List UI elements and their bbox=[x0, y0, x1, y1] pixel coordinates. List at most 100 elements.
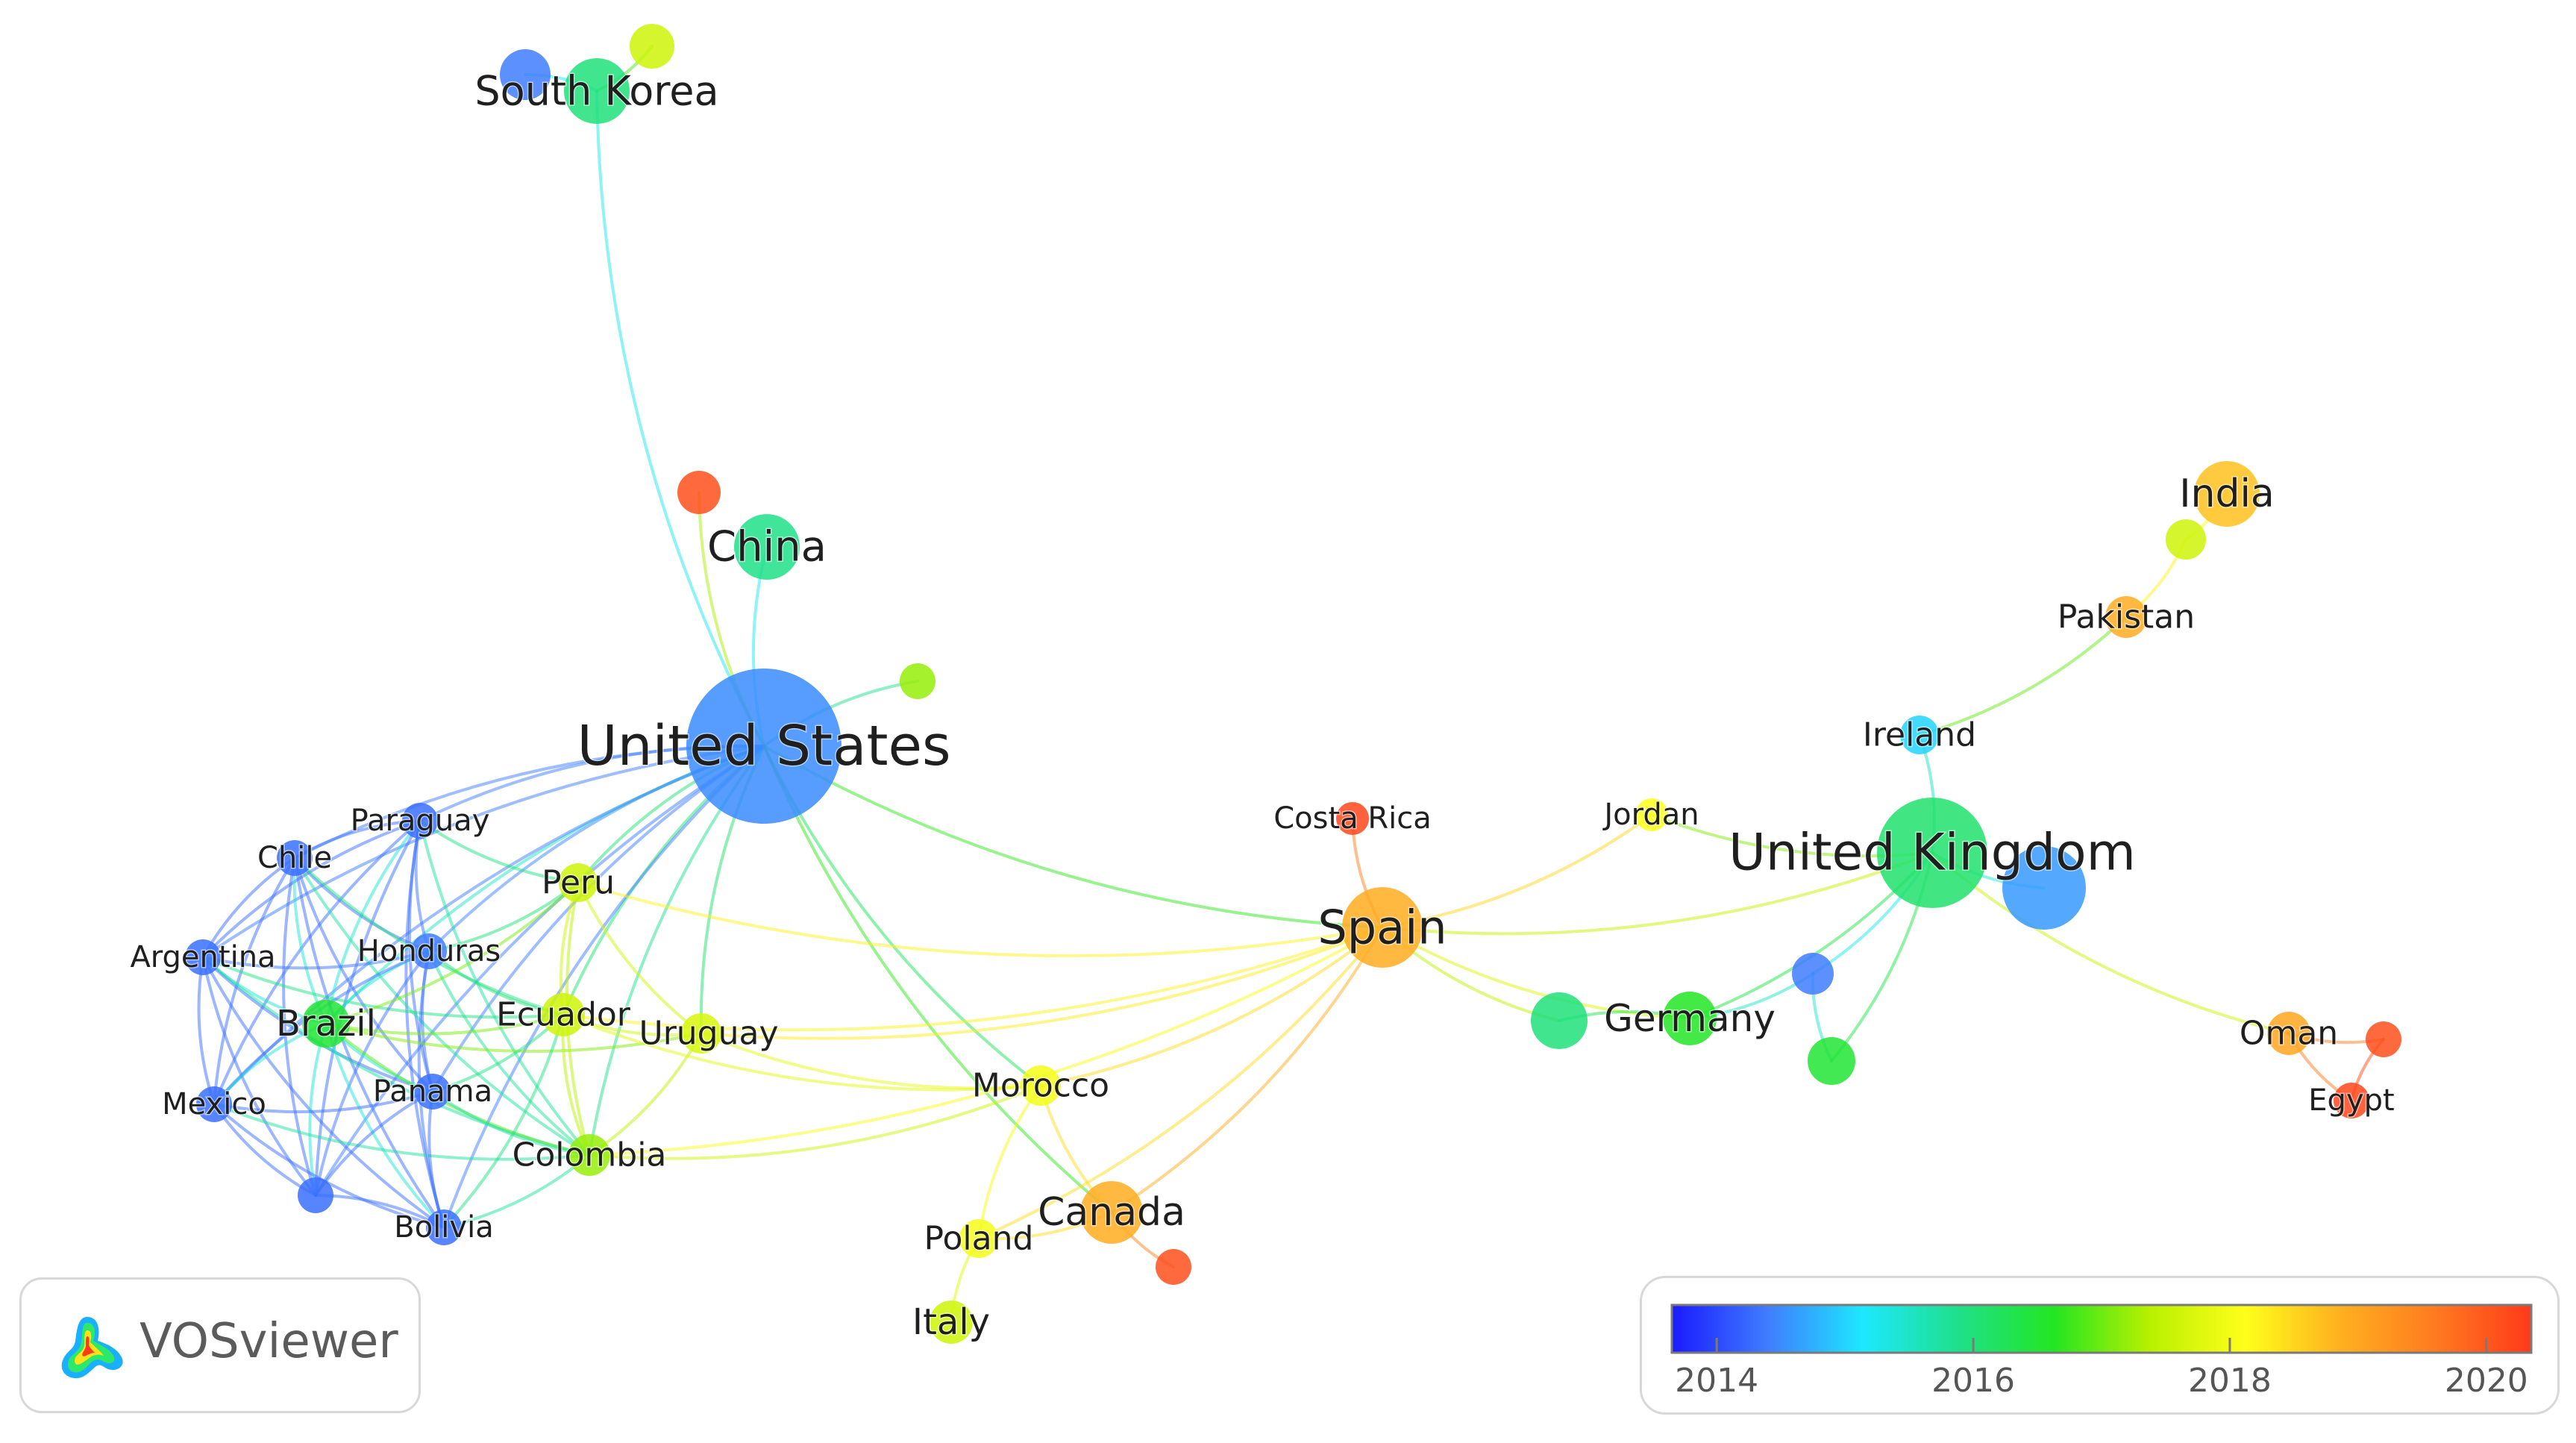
node-canada-red[interactable] bbox=[1156, 1249, 1191, 1285]
link-morocco-poland bbox=[977, 1084, 1042, 1240]
node-ireland[interactable] bbox=[1900, 716, 1939, 754]
node-south-korea-green[interactable] bbox=[630, 24, 674, 69]
link-peru-uruguay bbox=[577, 881, 703, 1035]
link-spain-united-kingdom bbox=[1381, 851, 1934, 936]
node-paraguay[interactable] bbox=[402, 803, 438, 839]
link-chile-colombia bbox=[293, 857, 591, 1156]
link-brazil-ecuador bbox=[325, 1013, 565, 1036]
link-chile-panama bbox=[293, 857, 434, 1093]
link-united-states-argentina bbox=[201, 745, 765, 959]
node-india[interactable] bbox=[2194, 461, 2260, 527]
node-peru[interactable] bbox=[559, 863, 598, 902]
node-canada[interactable] bbox=[1080, 1181, 1143, 1244]
node-south-korea-purple[interactable] bbox=[500, 49, 551, 100]
label-paraguay: Paraguay bbox=[351, 804, 490, 838]
node-oman[interactable] bbox=[2267, 1012, 2310, 1055]
label-ireland: Ireland bbox=[1863, 716, 1976, 754]
node-south-korea[interactable] bbox=[564, 58, 630, 124]
link-mexico-panama bbox=[213, 1090, 434, 1114]
node-china-red[interactable] bbox=[677, 471, 721, 514]
node-uk-purple-big[interactable] bbox=[2002, 846, 2086, 930]
link-united-states-bolivia bbox=[442, 745, 765, 1229]
node-germany[interactable] bbox=[1663, 992, 1717, 1045]
link-south-korea-united-states bbox=[595, 90, 765, 748]
node-spain[interactable] bbox=[1342, 887, 1423, 968]
label-south-korea: South Korea bbox=[474, 68, 718, 115]
legend-tick-label-2018: 2018 bbox=[2188, 1362, 2272, 1400]
nodes-layer bbox=[185, 24, 2401, 1344]
link-ireland-pakistan bbox=[1918, 616, 2128, 736]
label-argentina: Argentina bbox=[130, 940, 275, 974]
label-jordan: Jordan bbox=[1602, 798, 1699, 832]
link-brazil-colombia bbox=[325, 1022, 591, 1156]
label-colombia: Colombia bbox=[513, 1136, 667, 1174]
link-poland-spain bbox=[977, 926, 1384, 1240]
node-honduras[interactable] bbox=[411, 933, 447, 969]
node-oman-red[interactable] bbox=[2366, 1021, 2401, 1057]
legend-tick-label-2016: 2016 bbox=[1931, 1362, 2015, 1400]
legend-tick-label-2020: 2020 bbox=[2445, 1362, 2528, 1400]
node-uk-purple-small[interactable] bbox=[1792, 953, 1834, 995]
link-paraguay-argentina bbox=[201, 819, 422, 959]
label-united-states: United States bbox=[577, 714, 950, 778]
node-egypt[interactable] bbox=[2334, 1083, 2369, 1118]
link-honduras-peru bbox=[427, 881, 580, 953]
node-panama[interactable] bbox=[415, 1074, 451, 1109]
label-brazil: Brazil bbox=[276, 1003, 376, 1045]
label-pakistan: Pakistan bbox=[2058, 598, 2195, 636]
node-germany-cyan[interactable] bbox=[1531, 992, 1588, 1049]
node-italy[interactable] bbox=[930, 1300, 973, 1344]
link-mexico-bolivia bbox=[213, 1103, 445, 1229]
vosviewer-logo: VOSviewer bbox=[19, 1277, 421, 1413]
node-brazil[interactable] bbox=[302, 1000, 350, 1048]
label-india: India bbox=[2179, 472, 2275, 516]
link-argentina-bolivia bbox=[201, 956, 445, 1229]
link-argentina-mexico bbox=[197, 956, 216, 1106]
label-canada: Canada bbox=[1038, 1190, 1185, 1235]
link-spain-germany bbox=[1381, 926, 1691, 1020]
node-us-green[interactable] bbox=[900, 663, 936, 699]
node-morocco[interactable] bbox=[1021, 1065, 1061, 1106]
node-jordan[interactable] bbox=[1635, 798, 1668, 831]
node-colombia[interactable] bbox=[568, 1134, 610, 1176]
label-peru: Peru bbox=[542, 864, 615, 902]
label-united-kingdom: United Kingdom bbox=[1729, 824, 2136, 883]
label-spain: Spain bbox=[1317, 901, 1447, 955]
link-panama-latam-purple bbox=[314, 1090, 434, 1197]
link-united-states-canada bbox=[762, 745, 1113, 1214]
link-united-states-latam-purple bbox=[314, 745, 765, 1197]
node-ecuador[interactable] bbox=[542, 993, 585, 1036]
color-scale-bar bbox=[1670, 1303, 2533, 1354]
node-bolivia[interactable] bbox=[426, 1209, 462, 1245]
label-bolivia: Bolivia bbox=[394, 1210, 493, 1245]
node-pakistan[interactable] bbox=[2105, 596, 2147, 638]
node-china[interactable] bbox=[734, 514, 800, 580]
link-paraguay-peru bbox=[419, 819, 580, 884]
node-mexico[interactable] bbox=[196, 1086, 232, 1122]
link-united-kingdom-oman bbox=[1931, 851, 2290, 1035]
link-mexico-colombia bbox=[213, 1103, 591, 1161]
node-united-kingdom[interactable] bbox=[1877, 798, 1987, 908]
link-argentina-honduras bbox=[201, 950, 430, 970]
node-uruguay[interactable] bbox=[681, 1013, 721, 1054]
link-uruguay-spain bbox=[700, 926, 1384, 1040]
node-costa-rica[interactable] bbox=[1336, 802, 1369, 835]
link-argentina-latam-purple bbox=[201, 956, 317, 1197]
node-united-states[interactable] bbox=[686, 669, 842, 824]
label-egypt: Egypt bbox=[2308, 1083, 2394, 1118]
link-chile-bolivia bbox=[293, 857, 445, 1229]
label-china: China bbox=[707, 523, 827, 572]
label-poland: Poland bbox=[924, 1220, 1034, 1258]
node-poland[interactable] bbox=[959, 1219, 998, 1258]
node-pakistan-green[interactable] bbox=[2166, 519, 2206, 560]
node-latam-purple[interactable] bbox=[298, 1177, 333, 1213]
node-chile[interactable] bbox=[277, 840, 313, 876]
label-germany: Germany bbox=[1604, 997, 1776, 1040]
node-uk-teal[interactable] bbox=[1808, 1037, 1855, 1085]
link-brazil-uruguay bbox=[325, 1022, 703, 1054]
node-argentina[interactable] bbox=[185, 939, 221, 975]
